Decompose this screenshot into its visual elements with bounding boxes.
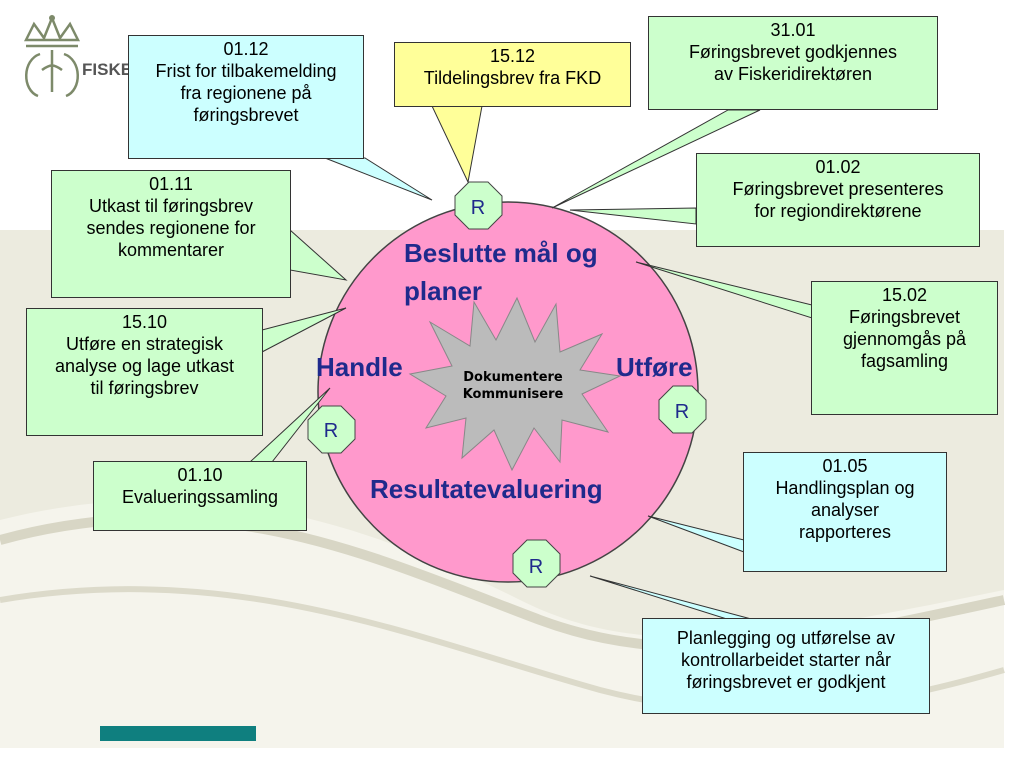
pointer-3101 xyxy=(551,109,761,209)
callout-line: til føringsbrev xyxy=(90,378,199,398)
callout-line: Føringsbrevet godkjennes xyxy=(688,42,898,62)
callout-date: 01.05 xyxy=(822,456,868,476)
callout-line: Utføre en strategisk xyxy=(65,334,224,354)
callout-line: rapporteres xyxy=(798,522,892,542)
r-label-right: R xyxy=(675,401,689,423)
callout-line: for regiondirektørene xyxy=(754,201,922,221)
callout-line: fra regionene på xyxy=(180,83,312,103)
callout-0105: 01.05 Handlingsplan og analyser rapporte… xyxy=(743,452,947,572)
callout-line: Føringsbrevet xyxy=(848,307,961,327)
callout-line: Tildelingsbrev fra FKD xyxy=(423,68,602,88)
center-label-1: Dokumentere xyxy=(463,370,563,385)
callout-line: Føringsbrevet presenteres xyxy=(732,179,944,199)
phase-right-label: Utføre xyxy=(616,352,693,382)
callout-line: sendes regionene for xyxy=(86,218,256,238)
footer-bar xyxy=(100,726,256,741)
callout-date: 01.10 xyxy=(177,465,223,485)
pointer-plan xyxy=(589,575,756,621)
phase-left-label: Handle xyxy=(316,352,403,382)
r-label-left: R xyxy=(324,420,338,442)
callout-line: føringsbrevet er godkjent xyxy=(686,672,886,692)
callout-0111: 01.11 Utkast til føringsbrev sendes regi… xyxy=(51,170,291,298)
callout-date: 31.01 xyxy=(770,20,816,40)
callout-plan: Planlegging og utførelse av kontrollarbe… xyxy=(642,618,930,714)
pointer-0112 xyxy=(324,157,433,201)
crown-logo-icon xyxy=(23,14,81,98)
callout-1510: 15.10 Utføre en strategisk analyse og la… xyxy=(26,308,263,436)
callout-date: 15.10 xyxy=(121,312,168,332)
callout-date: 15.02 xyxy=(881,285,928,305)
callout-line: Evalueringssamling xyxy=(121,487,279,507)
callout-line: gjennomgås på xyxy=(842,329,967,349)
phase-top-label: Beslutte mål og planer xyxy=(404,238,598,306)
callout-date: 15.12 xyxy=(489,46,536,66)
pointer-1512 xyxy=(431,105,483,184)
callout-line: Handlingsplan og xyxy=(775,478,915,498)
pointer-0105 xyxy=(647,515,745,553)
r-label-top: R xyxy=(471,197,485,219)
callout-line: kommentarer xyxy=(117,240,225,260)
phase-bottom-label: Resultatevaluering xyxy=(370,474,603,504)
callout-line: føringsbrevet xyxy=(193,105,299,125)
r-marker-bottom: R xyxy=(512,539,561,588)
r-marker-top: R xyxy=(454,181,503,230)
callout-line: analyser xyxy=(810,500,880,520)
pointer-0111 xyxy=(289,228,348,281)
callout-line: Utkast til føringsbrev xyxy=(88,196,254,216)
callout-1512: 15.12 Tildelingsbrev fra FKD xyxy=(394,42,631,107)
callout-line: Planlegging og utførelse av xyxy=(676,628,896,648)
callout-1502: 15.02 Føringsbrevet gjennomgås på fagsam… xyxy=(811,281,998,415)
r-marker-left: R xyxy=(307,405,356,454)
callout-3101: 31.01 Føringsbrevet godkjennes av Fisker… xyxy=(648,16,938,110)
callout-date: 01.11 xyxy=(149,174,193,194)
center-label-2: Kommunisere xyxy=(463,387,564,402)
r-marker-right: R xyxy=(658,385,707,434)
callout-date: 01.02 xyxy=(815,157,861,177)
callout-0102: 01.02 Føringsbrevet presenteres for regi… xyxy=(696,153,980,247)
callout-line: av Fiskeridirektøren xyxy=(713,64,873,84)
callout-0112: 01.12 Frist for tilbakemelding fra regio… xyxy=(128,35,364,159)
callout-date: 01.12 xyxy=(223,39,269,59)
callout-line: kontrollarbeidet starter når xyxy=(680,650,892,670)
callout-line: fagsamling xyxy=(860,351,949,371)
callout-0110: 01.10 Evalueringssamling xyxy=(93,461,307,531)
center-star xyxy=(408,296,622,472)
callout-line: Frist for tilbakemelding xyxy=(155,61,337,81)
r-label-bottom: R xyxy=(529,556,543,578)
callout-line: analyse og lage utkast xyxy=(54,356,235,376)
